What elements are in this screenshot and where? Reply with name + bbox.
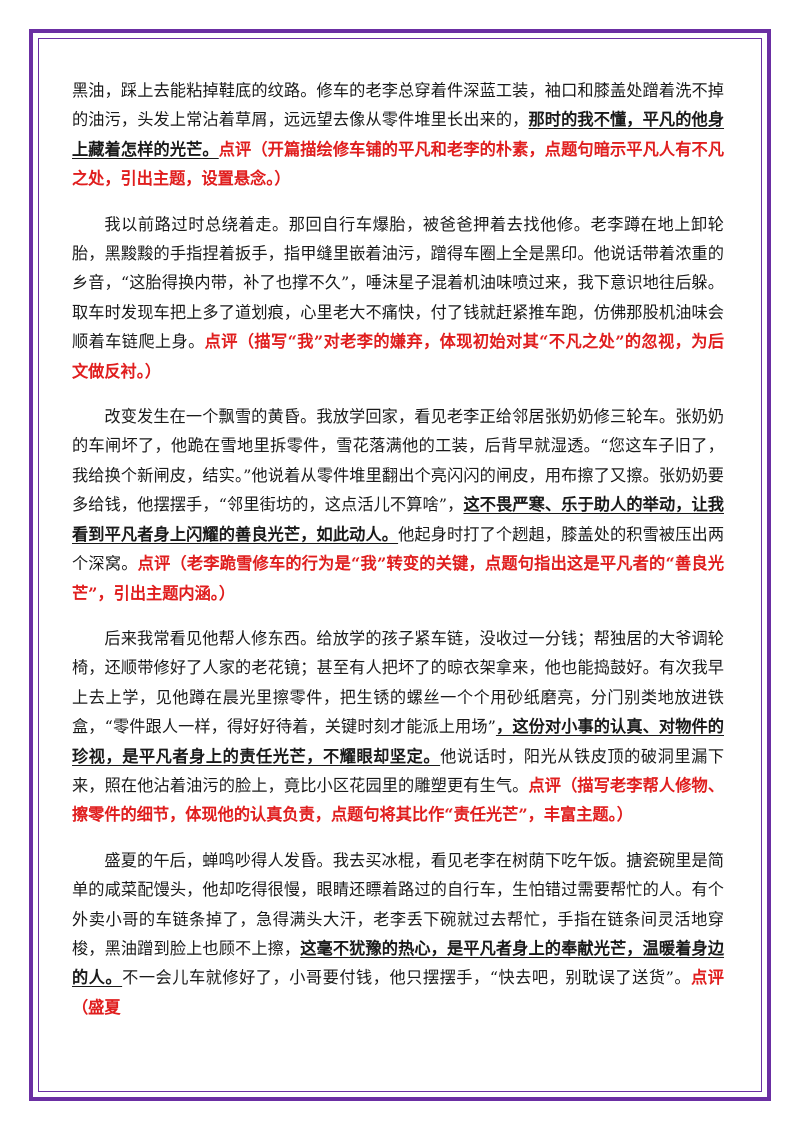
paragraph-1: 黑油，踩上去能粘掉鞋底的纹路。修车的老李总穿着件深蓝工装，袖口和膝盖处蹭着洗不掉… xyxy=(72,76,724,194)
paragraph-5: 盛夏的午后，蝉鸣吵得人发昏。我去买冰棍，看见老李在树荫下吃午饭。搪瓷碗里是简单的… xyxy=(72,846,724,1022)
page-border-inner xyxy=(38,38,762,1092)
commentary: 点评（老李跪雪修车的行为是“我”转变的关键，点题句指出这是平凡者的“善良光芒”，… xyxy=(72,554,725,603)
paragraph-text-after: 他说话时，阳光从铁皮顶的破洞里漏下来，照在他沾着油污的脸上，竟比小区花园里的雕塑… xyxy=(72,746,725,795)
paragraph-text: 黑油，踩上去能粘掉鞋底的纹路。修车的老李总穿着件深蓝工装，袖口和膝盖处蹭着洗不掉… xyxy=(72,81,724,130)
theme-sentence: 这毫不犹豫的热心，是平凡者身上的奉献光芒，温暖着身边的人。 xyxy=(72,938,725,988)
commentary: 点评（开篇描绘修车铺的平凡和老李的朴素，点题句暗示平凡人有不凡之处，引出主题，设… xyxy=(72,139,725,189)
page-border-outer xyxy=(29,29,771,1101)
commentary: 点评（描写老李帮人修物、擦零件的细节，体现他的认真负责，点题句将其比作“责任光芒… xyxy=(72,775,725,825)
paragraph-text: 改变发生在一个飘雪的黄昏。我放学回家，看见老李正给邻居张奶奶修三轮车。张奶奶的车… xyxy=(72,407,724,515)
paragraph-4: 后来我常看见他帮人修东西。给放学的孩子紧车链，没收过一分钱；帮独居的大爷调轮椅，… xyxy=(72,624,724,830)
paragraph-text: 后来我常看见他帮人修东西。给放学的孩子紧车链，没收过一分钱；帮独居的大爷调轮椅，… xyxy=(72,628,724,737)
theme-sentence: ，这份对小事的认真、对物件的珍视，是平凡者身上的责任光芒，不耀眼却坚定。 xyxy=(72,717,724,766)
paragraph-text-after: 他起身时打了个趔趄，膝盖处的积雪被压出两个深窝。 xyxy=(72,524,725,574)
commentary: 点评（描写“我”对老李的嫌弃，体现初始对其“不凡之处”的忽视，为后文做反衬。） xyxy=(72,332,725,381)
paragraph-2: 我以前路过时总绕着走。那回自行车爆胎，被爸爸押着去找他修。老李蹲在地上卸轮胎，黑… xyxy=(72,210,724,386)
paragraph-text: 我以前路过时总绕着走。那回自行车爆胎，被爸爸押着去找他修。老李蹲在地上卸轮胎，黑… xyxy=(72,214,724,352)
paragraph-text: 盛夏的午后，蝉鸣吵得人发昏。我去买冰棍，看见老李在树荫下吃午饭。搪瓷碗里是简单的… xyxy=(72,850,724,958)
theme-sentence: 那时的我不懂，平凡的他身上藏着怎样的光芒。 xyxy=(72,110,725,159)
theme-sentence: 这不畏严寒、乐于助人的举动，让我看到平凡者身上闪耀的善良光芒，如此动人。 xyxy=(72,495,724,544)
paragraph-text-after: 不一会儿车就修好了，小哥要付钱，他只摆摆手，“快去吧，别耽误了送货”。 xyxy=(122,968,692,988)
essay-body: 黑油，踩上去能粘掉鞋底的纹路。修车的老李总穿着件深蓝工装，袖口和膝盖处蹭着洗不掉… xyxy=(72,76,724,1038)
commentary: 点评（盛夏 xyxy=(72,968,724,1017)
paragraph-3: 改变发生在一个飘雪的黄昏。我放学回家，看见老李正给邻居张奶奶修三轮车。张奶奶的车… xyxy=(72,402,724,608)
